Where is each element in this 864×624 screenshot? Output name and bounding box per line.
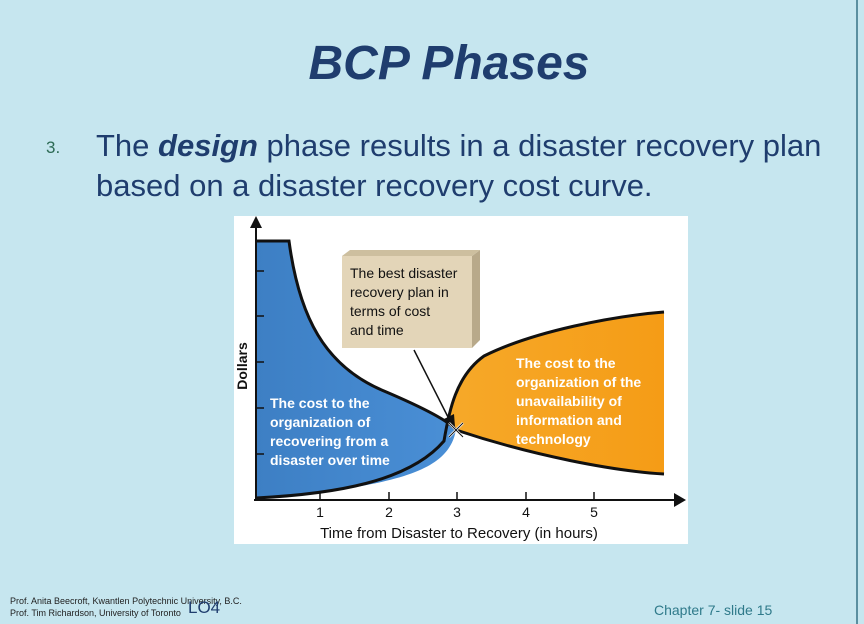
unavailability-cost-label-line: technology — [516, 431, 591, 447]
learning-objective-label: LO4 — [188, 598, 221, 617]
unavailability-cost-curve — [255, 310, 665, 500]
y-axis-ticks — [256, 270, 264, 455]
slide-number: Chapter 7- slide 15 — [654, 602, 773, 618]
unavailability-cost-area — [256, 312, 664, 498]
recovery-cost-label-line: recovering from a — [270, 433, 388, 449]
bullet-text-pre: The — [96, 128, 159, 163]
slide-title: BCP Phases — [308, 37, 590, 90]
recovery-cost-label: The cost to the organization of recoveri… — [270, 395, 390, 468]
callout-shadow-top — [342, 250, 480, 256]
callout-pointer-arrowhead — [444, 414, 455, 427]
x-axis-label: Time from Disaster to Recovery (in hours… — [320, 525, 598, 542]
y-axis-label: Dollars — [234, 342, 250, 390]
bullet-text-post: phase results in a disaster recovery pla… — [96, 128, 822, 203]
bullet-text-emphasis: design — [158, 128, 258, 163]
unavailability-cost-label: The cost to the organization of the unav… — [516, 355, 641, 447]
optimal-point-marker-outline — [448, 422, 464, 438]
recovery-cost-area — [256, 241, 456, 498]
unavailability-cost-label-line: information and — [516, 412, 622, 428]
unavailability-cost-label-line: organization of the — [516, 374, 641, 390]
callout-line: terms of cost — [350, 303, 430, 319]
x-tick-label: 3 — [453, 504, 461, 520]
cost-curve-chart: 1 2 3 4 5 Time from Disaster to Recovery… — [234, 216, 686, 542]
recovery-cost-label-line: organization of — [270, 414, 371, 430]
y-axis-arrow — [250, 216, 262, 228]
x-tick-label: 1 — [316, 504, 324, 520]
best-plan-callout: The best disaster recovery plan in terms… — [342, 250, 480, 348]
footer-credit-line: Prof. Anita Beecroft, Kwantlen Polytechn… — [10, 596, 242, 606]
x-tick-labels: 1 2 3 4 5 — [316, 504, 598, 520]
callout-line: and time — [350, 322, 404, 338]
x-axis-ticks — [319, 492, 595, 500]
recovery-cost-curve — [256, 239, 665, 476]
callout-line: The best disaster — [350, 265, 458, 281]
bullet-text: The design phase results in a disaster r… — [96, 126, 826, 206]
callout-pointer — [413, 349, 451, 422]
x-axis-arrow — [674, 493, 686, 507]
callout-shadow-side — [472, 250, 480, 348]
callout-box — [342, 256, 472, 348]
x-tick-label: 5 — [590, 504, 598, 520]
unavailability-cost-label-line: The cost to the — [516, 355, 616, 371]
footer-credits: Prof. Anita Beecroft, Kwantlen Polytechn… — [10, 595, 242, 619]
recovery-cost-label-line: disaster over time — [270, 452, 390, 468]
footer-credit-line: Prof. Tim Richardson, University of Toro… — [10, 608, 181, 618]
recovery-cost-label-line: The cost to the — [270, 395, 370, 411]
x-tick-label: 2 — [385, 504, 393, 520]
callout-line: recovery plan in — [350, 284, 449, 300]
cost-curve-figure: 1 2 3 4 5 Time from Disaster to Recovery… — [234, 216, 688, 544]
x-tick-label: 4 — [522, 504, 530, 520]
bullet-number: 3. — [46, 138, 61, 157]
slide-edge-line — [856, 0, 858, 624]
unavailability-cost-label-line: unavailability of — [516, 393, 622, 409]
